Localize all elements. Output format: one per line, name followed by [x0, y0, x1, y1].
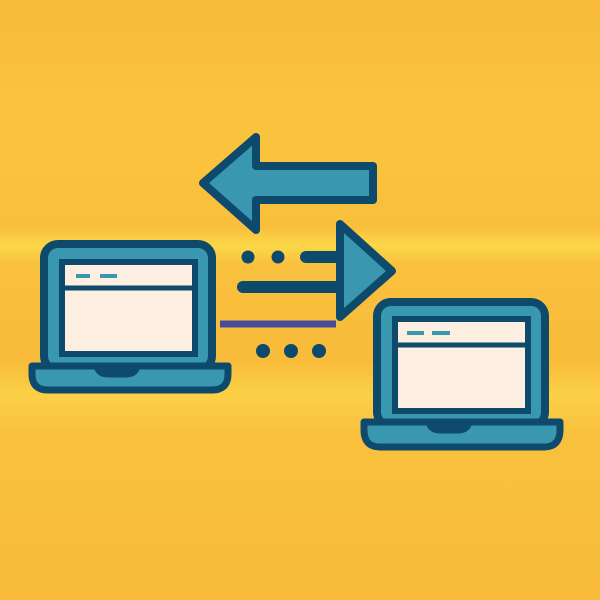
dot — [241, 250, 255, 264]
arrow-right-icon — [237, 220, 396, 321]
ellipsis-icon — [256, 344, 326, 358]
right-laptop-icon — [360, 298, 564, 451]
arrow-left-icon — [199, 133, 377, 234]
left-laptop-icon — [28, 240, 232, 394]
dot — [271, 250, 285, 264]
